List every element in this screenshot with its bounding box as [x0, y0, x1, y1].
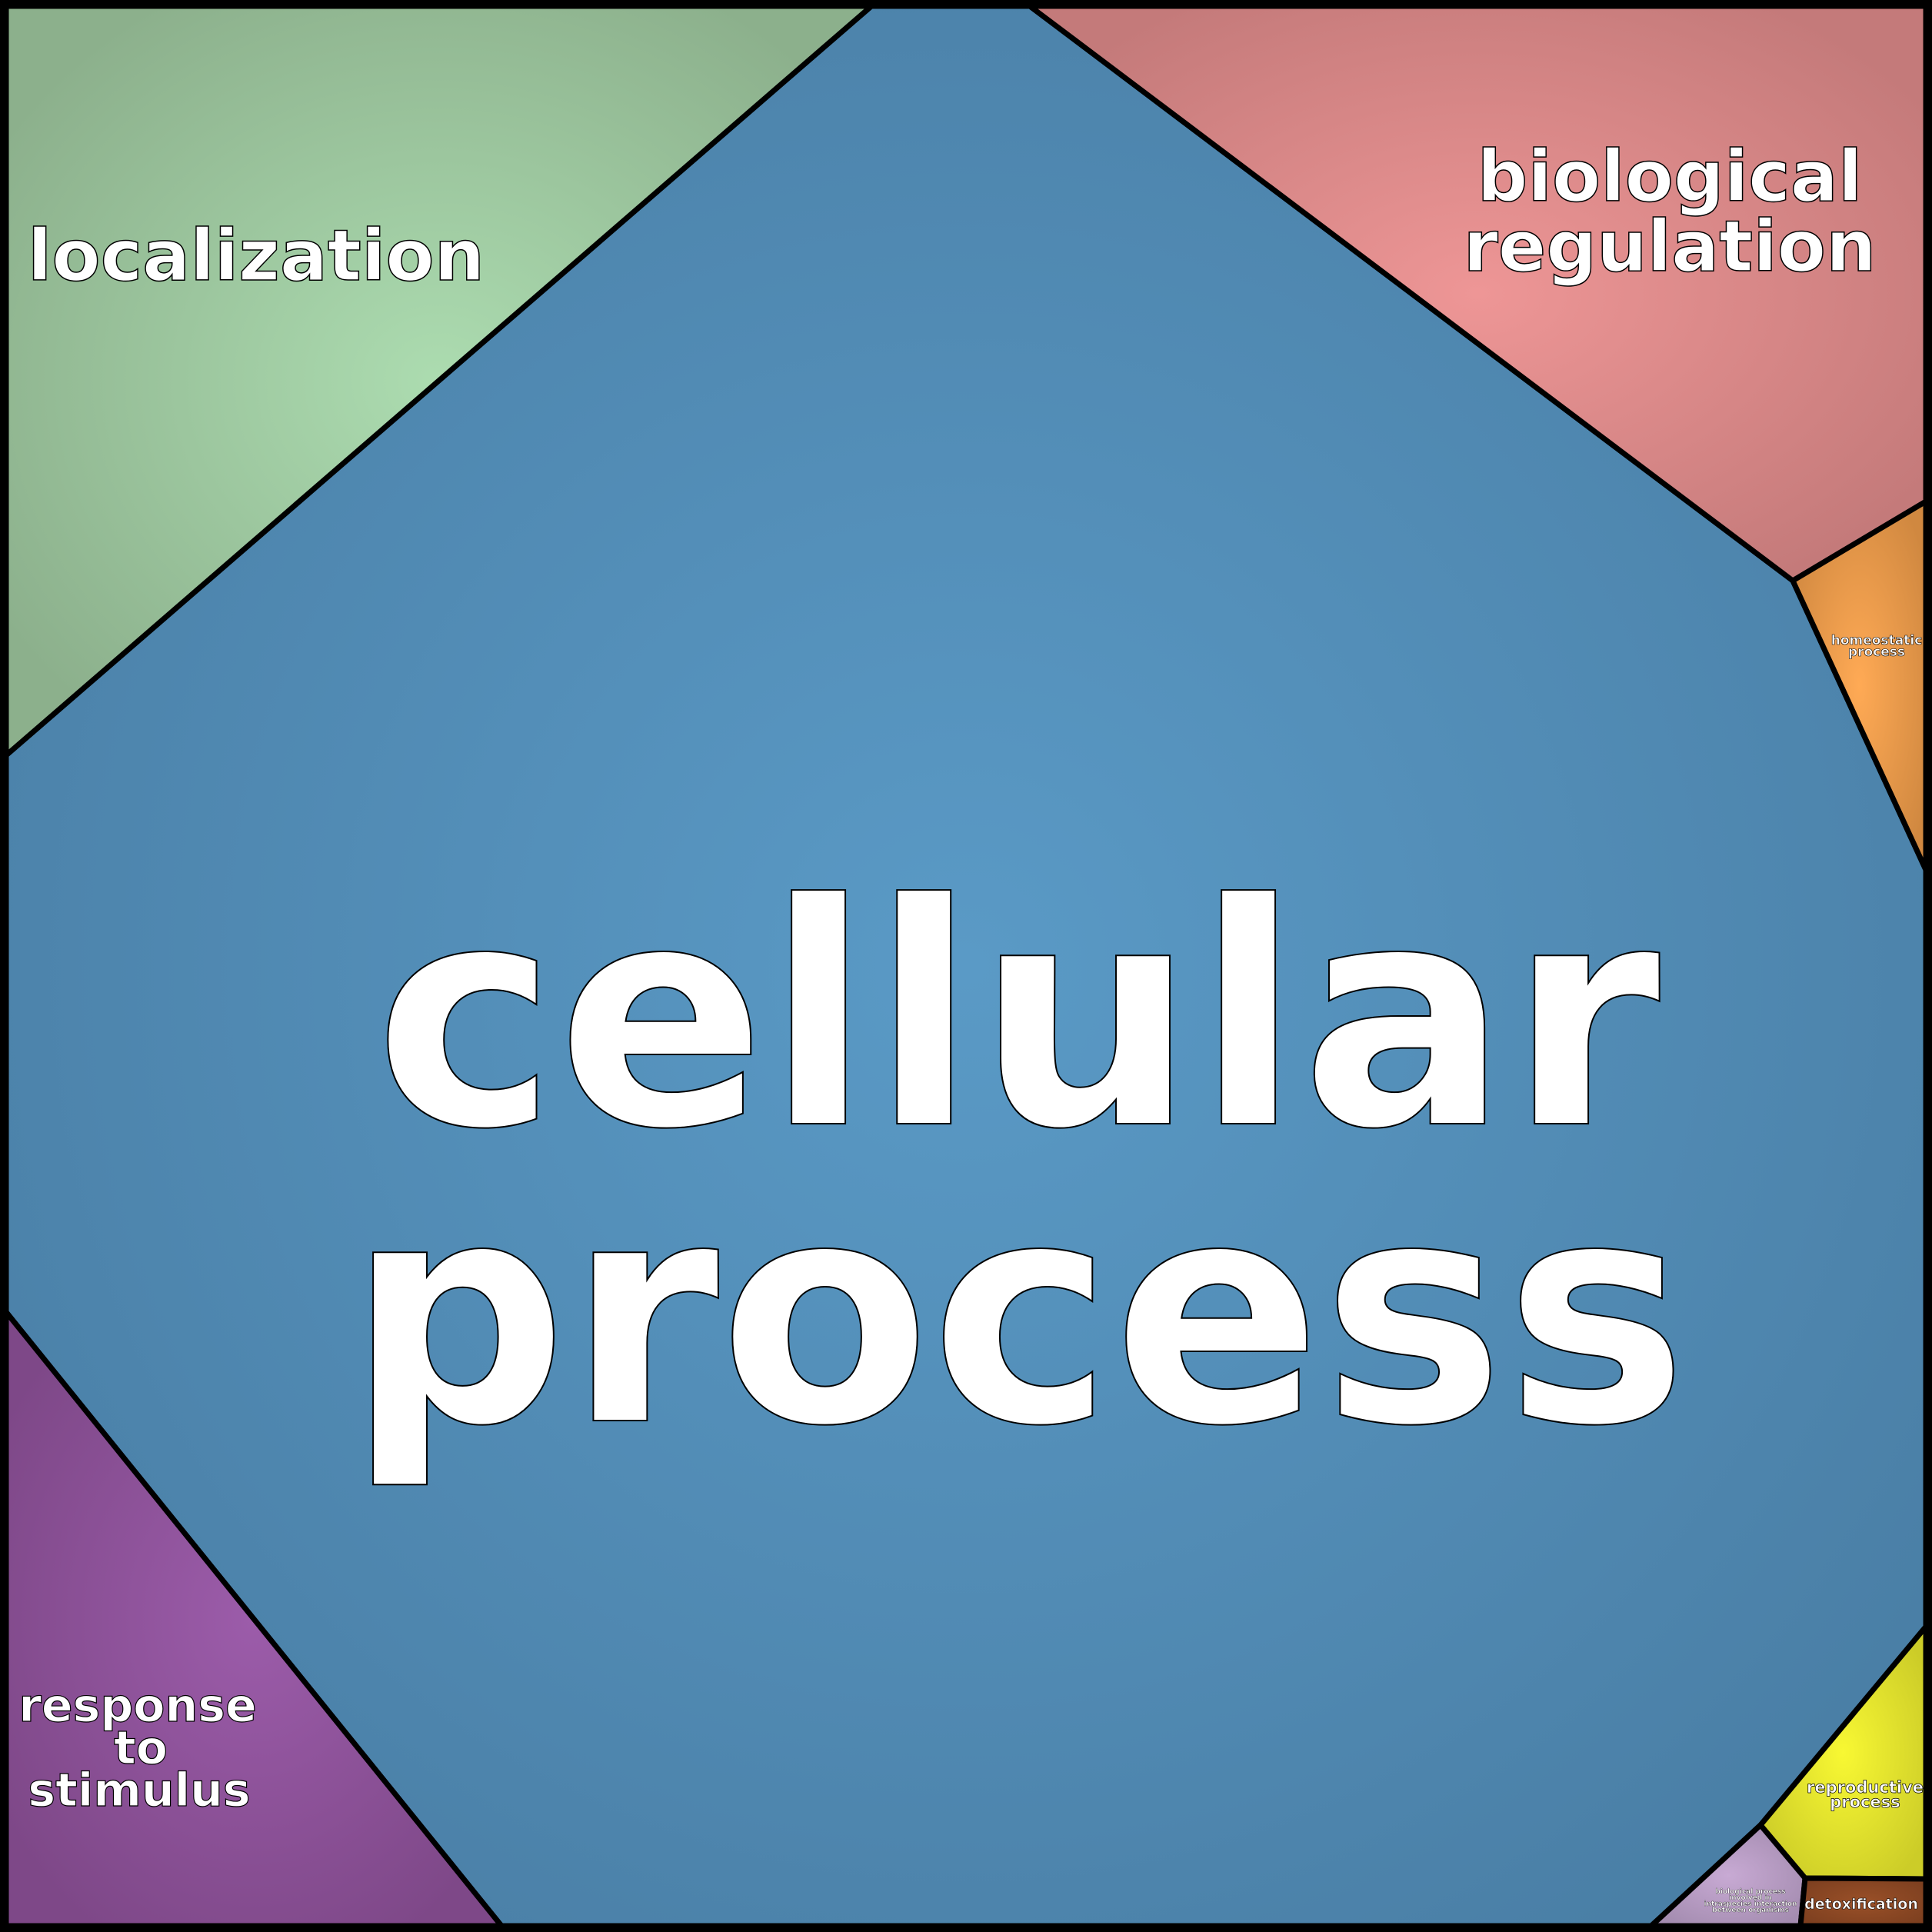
label-biological-regulation: biological regulation — [1463, 135, 1877, 288]
label-line: reproductive — [1807, 1778, 1924, 1797]
label-homeostatic-process: homeostatic process — [1830, 633, 1922, 661]
label-line: intraspecies interaction — [1704, 1900, 1797, 1908]
label-line: process — [348, 1136, 1688, 1494]
label-line: stimulus — [28, 1764, 250, 1817]
label-localization: localization — [27, 214, 485, 298]
label-line: involved in — [1729, 1894, 1772, 1902]
label-line: response — [18, 1679, 256, 1733]
label-line: to — [114, 1721, 168, 1775]
label-line: regulation — [1464, 205, 1877, 288]
label-line: biological — [1477, 135, 1863, 218]
label-cellular-process: cellular process — [347, 838, 1689, 1494]
label-response-to-stimulus: response to stimulus — [18, 1678, 257, 1817]
label-line: detoxification — [1804, 1896, 1918, 1913]
label-line: biological process — [1715, 1888, 1785, 1896]
label-reproductive-process: reproductive process — [1807, 1778, 1924, 1812]
label-line: localization — [28, 215, 485, 297]
label-interspecies-interaction: biological process involved in intraspec… — [1704, 1888, 1797, 1914]
label-line: between organisms — [1712, 1907, 1789, 1914]
label-line: process — [1848, 645, 1905, 660]
label-line: cellular — [375, 839, 1662, 1197]
label-detoxification: detoxification — [1804, 1896, 1918, 1914]
label-line: homeostatic — [1831, 633, 1922, 648]
label-line: process — [1830, 1793, 1900, 1811]
